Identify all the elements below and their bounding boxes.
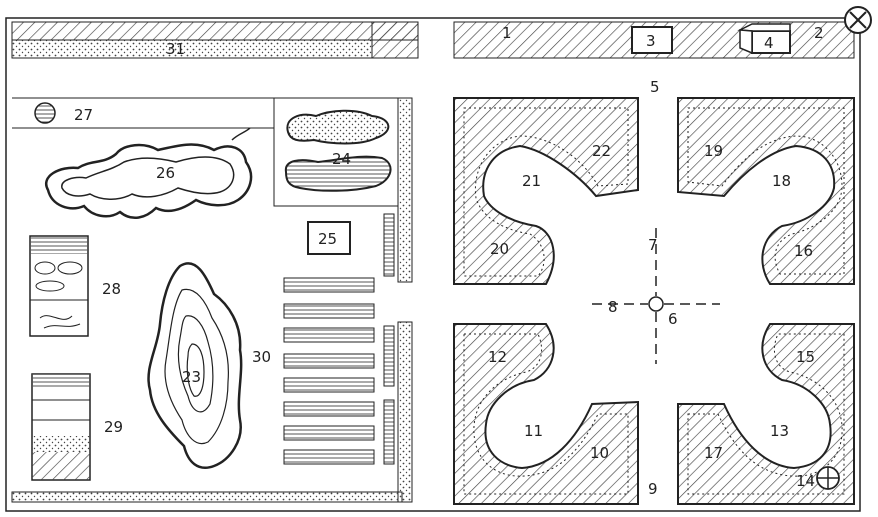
border-strip-lower: [397, 321, 413, 503]
block-28: [29, 235, 89, 337]
label-2: 2: [814, 24, 824, 42]
compass-circle-x-icon: [844, 6, 872, 34]
label-16: 16: [794, 242, 813, 260]
box-icon: [737, 23, 791, 55]
label-14: 14: [796, 472, 815, 490]
label-30: 30: [252, 348, 271, 366]
label-19: 19: [704, 142, 723, 160]
label-28: 28: [102, 280, 121, 298]
pond-box-24: [273, 97, 399, 207]
label-12: 12: [488, 348, 507, 366]
bed-bottom-left: [453, 323, 639, 505]
label-6: 6: [668, 310, 678, 328]
pond-23: [147, 262, 243, 469]
label-8: 8: [608, 298, 618, 316]
building-3: [631, 26, 673, 54]
label-29: 29: [104, 418, 123, 436]
label-21: 21: [522, 172, 541, 190]
label-22: 22: [592, 142, 611, 160]
bar-vertical-2: [383, 325, 395, 387]
block-29: [31, 373, 91, 481]
label-4: 4: [764, 34, 774, 52]
strip-27: [12, 97, 274, 129]
compass-circle-plus-icon: [816, 466, 840, 490]
bed-top-left: [453, 97, 639, 285]
label-24: 24: [332, 150, 351, 168]
border-strip-bottom: [11, 491, 403, 503]
label-31: 31: [166, 40, 185, 58]
band-1-2: [453, 21, 855, 59]
label-13: 13: [770, 422, 789, 440]
bar-vertical-1: [383, 213, 395, 277]
label-18: 18: [772, 172, 791, 190]
pond-26: [45, 143, 253, 220]
label-10: 10: [590, 444, 609, 462]
border-strip-upper: [397, 97, 413, 283]
label-26: 26: [156, 164, 175, 182]
outer-frame: [5, 17, 861, 512]
center-point-icon: [648, 296, 664, 312]
beds-30: [283, 277, 375, 465]
bar-vertical-3: [383, 399, 395, 465]
label-27: 27: [74, 106, 93, 124]
label-25: 25: [318, 230, 337, 248]
band-31: [11, 21, 419, 59]
label-11: 11: [524, 422, 543, 440]
label-20: 20: [490, 240, 509, 258]
bed-top-right: [677, 97, 855, 285]
label-17: 17: [704, 444, 723, 462]
label-3: 3: [646, 32, 656, 50]
label-5: 5: [650, 78, 660, 96]
label-23: 23: [182, 368, 201, 386]
bed-bottom-right: [677, 323, 855, 505]
label-9: 9: [648, 480, 658, 498]
axis-cross: [592, 228, 720, 364]
label-15: 15: [796, 348, 815, 366]
disk-icon: [34, 102, 56, 124]
label-1: 1: [502, 24, 512, 42]
label-7: 7: [648, 236, 658, 254]
building-25: [307, 221, 351, 255]
